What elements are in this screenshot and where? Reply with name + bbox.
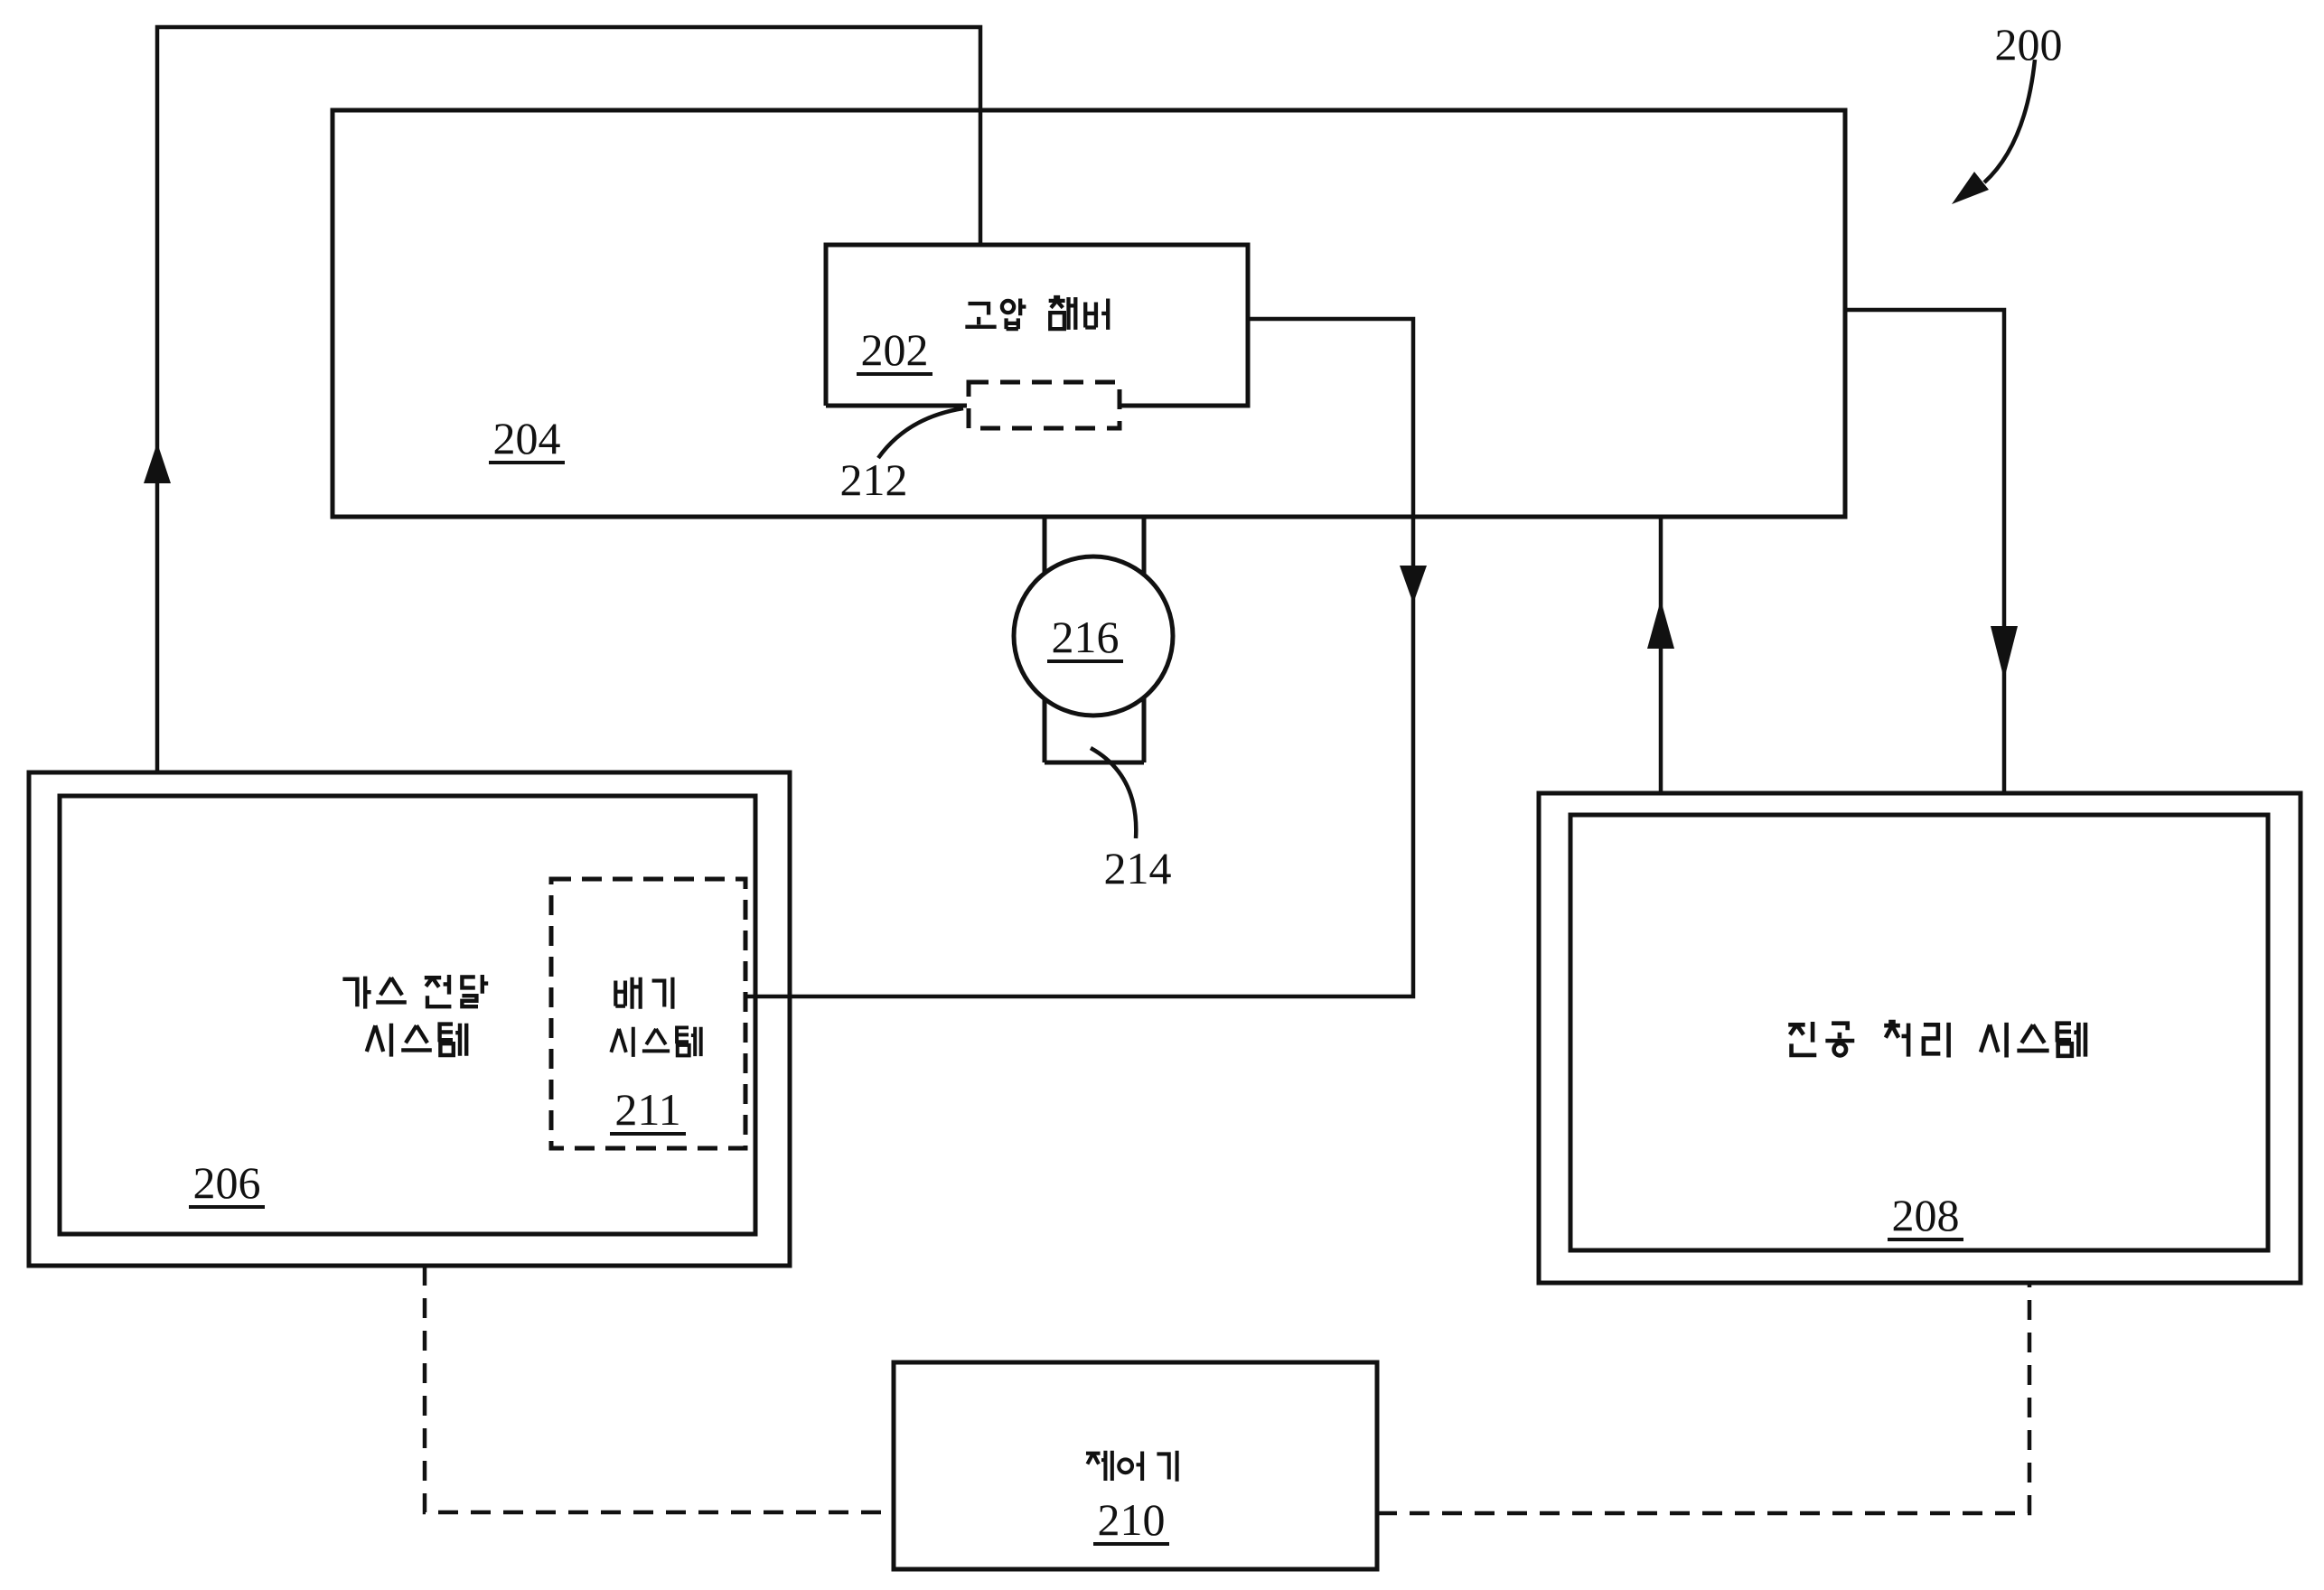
svg-text:216: 216 — [1052, 612, 1120, 662]
svg-text:212: 212 — [840, 454, 908, 505]
svg-text:200: 200 — [1995, 19, 2063, 70]
svg-text:208: 208 — [1892, 1190, 1960, 1240]
svg-text:214: 214 — [1104, 843, 1172, 893]
svg-text:210: 210 — [1098, 1494, 1166, 1545]
svg-text:206: 206 — [193, 1157, 261, 1208]
svg-text:211: 211 — [614, 1084, 680, 1135]
svg-text:204: 204 — [493, 413, 561, 463]
svg-text:202: 202 — [861, 324, 929, 375]
